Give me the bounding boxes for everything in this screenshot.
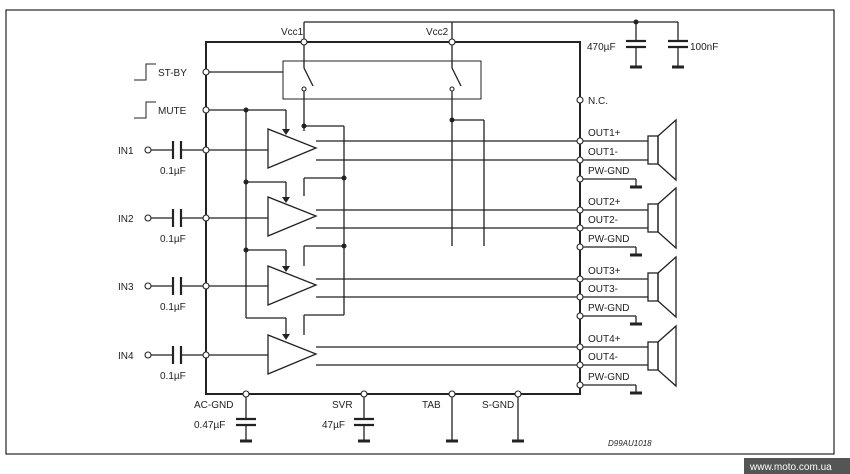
amplifier-1: [267, 128, 318, 169]
pw-gnd-2-label: PW-GND: [588, 234, 629, 245]
pw-gnd-1-label: PW-GND: [588, 166, 629, 177]
mute-arrows: [282, 129, 290, 340]
out4-neg-label: OUT4-: [588, 352, 618, 363]
pw-gnd-3-label: PW-GND: [588, 303, 629, 314]
pw-gnd-stubs: [580, 178, 637, 392]
speaker-1: [580, 118, 677, 182]
mute-step-icon: [134, 101, 156, 119]
in2-cap-label: 0.1µF: [160, 234, 186, 245]
ac-gnd-label: AC-GND: [194, 400, 233, 411]
cap-470uf-label: 470µF: [587, 42, 616, 53]
outer-border: [5, 9, 835, 455]
out2-pos-label: OUT2+: [588, 197, 621, 208]
vcc2-label: Vcc2: [426, 27, 449, 38]
in4-cap-label: 0.1µF: [160, 371, 186, 382]
tab-label: TAB: [422, 400, 441, 411]
cap-100nf-label: 100nF: [690, 42, 718, 53]
input-wires: [148, 149, 268, 356]
mute-label: MUTE: [158, 106, 187, 117]
in3-label: IN3: [118, 282, 134, 293]
ac-gnd-cap-label: 0.47µF: [194, 420, 225, 431]
bottom-pins: [236, 394, 524, 443]
supply-capacitors: [626, 22, 688, 69]
drawing-code: D99AU1018: [608, 439, 652, 448]
input-capacitors: [171, 141, 183, 364]
in2-label: IN2: [118, 214, 134, 225]
watermark-text: www.moto.com.ua: [749, 462, 832, 473]
speaker-4: [580, 324, 677, 388]
out3-pos-label: OUT3+: [588, 266, 621, 277]
in1-cap-label: 0.1µF: [160, 166, 186, 177]
speaker-2: [580, 186, 677, 250]
amplifier-2: [267, 196, 318, 237]
standby-switch-box: [282, 60, 482, 100]
standby-switch-1: [303, 67, 314, 126]
s-gnd-label: S-GND: [482, 400, 514, 411]
out1-pos-label: OUT1+: [588, 128, 621, 139]
in1-label: IN1: [118, 146, 134, 157]
pw-gnd-4-label: PW-GND: [588, 372, 629, 383]
output-wires: [316, 140, 580, 366]
svr-label: SVR: [332, 400, 353, 411]
amplifier-3: [267, 265, 318, 306]
pw-gnd-symbols: [630, 185, 642, 395]
svr-cap-label: 47µF: [322, 420, 345, 431]
vcc1-label: Vcc1: [281, 27, 304, 38]
out4-pos-label: OUT4+: [588, 334, 621, 345]
pin-circles: [144, 38, 584, 398]
junction-dots: [243, 19, 639, 253]
mute-bus: [206, 109, 287, 336]
amplifier-4: [267, 334, 318, 375]
out2-neg-label: OUT2-: [588, 215, 618, 226]
in4-label: IN4: [118, 351, 134, 362]
out1-neg-label: OUT1-: [588, 147, 618, 158]
speaker-3: [580, 255, 677, 319]
in3-cap-label: 0.1µF: [160, 302, 186, 313]
standby-step-icon: [134, 63, 156, 81]
standby-label: ST-BY: [158, 68, 187, 79]
out3-neg-label: OUT3-: [588, 284, 618, 295]
standby-switch-2: [451, 67, 462, 246]
watermark-bg: [744, 458, 850, 474]
nc-label: N.C.: [588, 96, 608, 107]
